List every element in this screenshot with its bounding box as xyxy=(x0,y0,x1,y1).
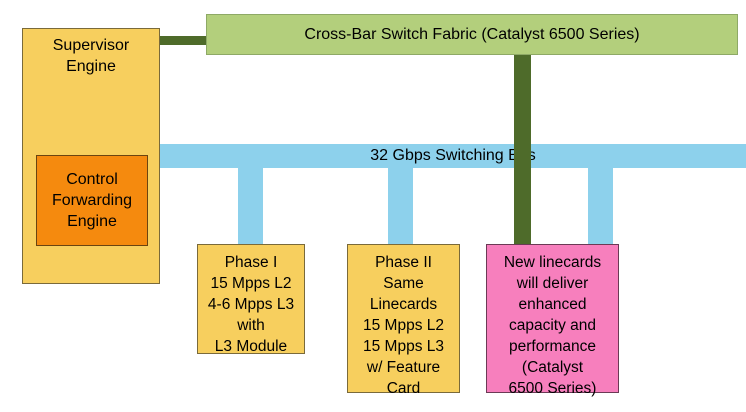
bus-link-new-linecards xyxy=(588,168,613,244)
linecard-new: New linecards will deliver enhanced capa… xyxy=(486,244,619,397)
crossbar-switch-fabric: Cross-Bar Switch Fabric (Catalyst 6500 S… xyxy=(206,14,738,55)
linecard-phase2: Phase II Same Linecards 15 Mpps L2 15 Mp… xyxy=(347,244,460,397)
control-forwarding-engine-label: Control Forwarding Engine xyxy=(51,171,133,230)
fabric-link-new-linecards xyxy=(514,55,531,245)
control-forwarding-engine: Control Forwarding Engine xyxy=(36,155,148,246)
switching-bus-label: 32 Gbps Switching Bus xyxy=(370,147,536,164)
fabric-link-supervisor xyxy=(160,36,206,45)
linecard-new-label: New linecards will deliver enhanced capa… xyxy=(503,254,602,397)
bus-link-phase1 xyxy=(238,168,263,244)
linecard-phase1: Phase I 15 Mpps L2 4-6 Mpps L3 with L3 M… xyxy=(197,244,305,355)
bus-link-phase2 xyxy=(388,168,413,244)
supervisor-engine-label: Supervisor Engine xyxy=(52,37,130,75)
crossbar-switch-fabric-label: Cross-Bar Switch Fabric (Catalyst 6500 S… xyxy=(304,25,640,43)
linecard-phase2-label: Phase II Same Linecards 15 Mpps L2 15 Mp… xyxy=(363,254,444,397)
linecard-phase1-label: Phase I 15 Mpps L2 4-6 Mpps L3 with L3 M… xyxy=(207,254,295,355)
switching-bus: 32 Gbps Switching Bus xyxy=(160,144,746,168)
